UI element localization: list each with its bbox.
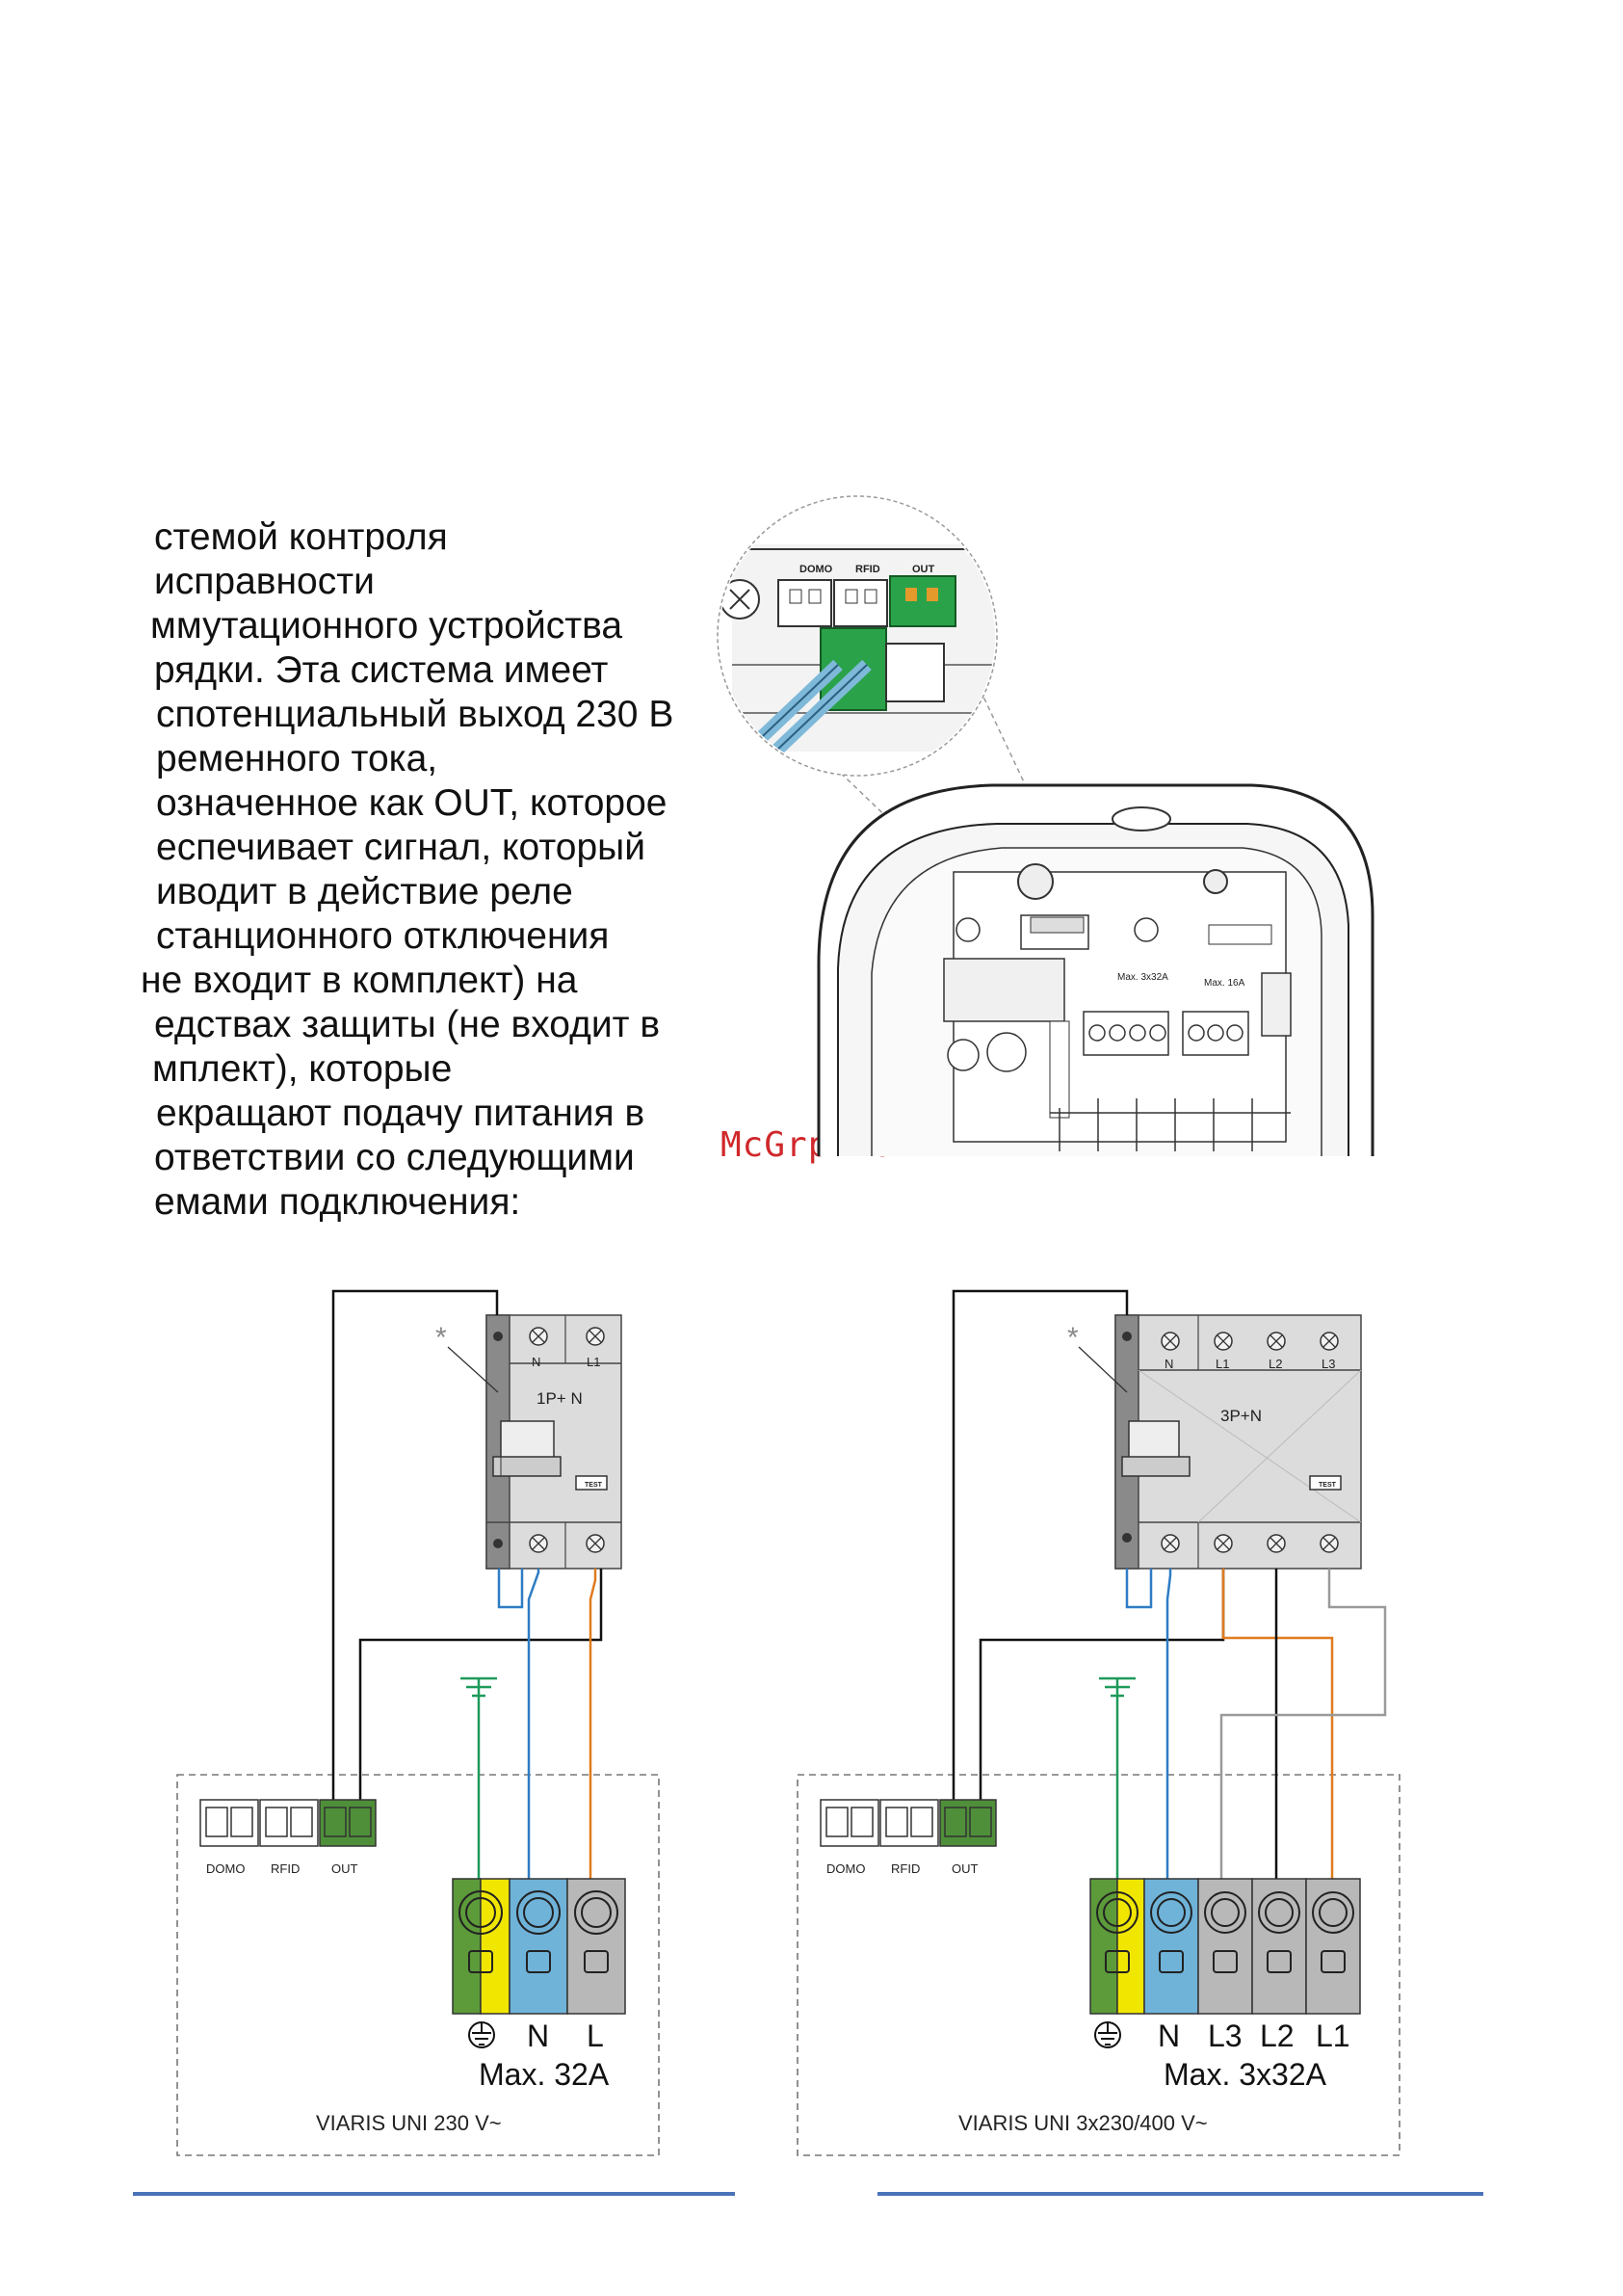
breaker-terminal-l2: L2 [1269, 1357, 1282, 1371]
diagram-single-phase: TEST N L1 1P+ N * D [176, 1289, 660, 2156]
breaker-terminal-l1: L1 [1216, 1357, 1229, 1371]
terminal-label-l: L [587, 2019, 604, 2053]
out-connector [889, 575, 956, 627]
text-line: спотенциальный выход 230 В [156, 694, 674, 735]
earth-icon [1094, 2021, 1121, 2048]
breaker-type: 1P+ N [537, 1389, 583, 1408]
asterisk-note: * [1067, 1322, 1079, 1354]
text-line: стемой контроля [154, 516, 448, 558]
breaker-terminal-n: N [532, 1355, 540, 1369]
text-line: мплект), которые [152, 1048, 453, 1090]
out-connector [939, 1799, 997, 1847]
connector-label-domo: DOMO [826, 1861, 865, 1876]
diagram-three-phase: TEST N L1 L2 L3 3P+N * [797, 1289, 1400, 2156]
photo-label-rfid: RFID [855, 564, 880, 575]
text-line: станционного отключения [156, 915, 610, 957]
terminal-label-n: N [527, 2019, 549, 2053]
power-terminals: N L Max. 32A [452, 1878, 626, 2092]
text-line: означенное как OUT, которое [156, 782, 668, 824]
connector-label-out: OUT [952, 1861, 979, 1876]
charger-illustration: DOMO RFID OUT Max. 3x32A Max. 16A [717, 495, 1374, 1156]
connector-label-rfid: RFID [891, 1861, 920, 1876]
out-connector [319, 1799, 377, 1847]
text-line: не входит в комплект) на [141, 960, 578, 1001]
text-line: емами подключения: [154, 1181, 521, 1223]
breaker-terminal-l3: L3 [1322, 1357, 1335, 1371]
text-line: рядки. Эта система имеет [154, 649, 609, 691]
test-button-label: TEST [1319, 1482, 1337, 1489]
terminal-label-l3: L3 [1208, 2019, 1243, 2053]
breaker-3p-n: TEST N L1 L2 L3 3P+N * [1067, 1314, 1362, 1570]
photo-label-out: OUT [912, 564, 935, 575]
breaker-type: 3P+N [1220, 1407, 1262, 1425]
terminal-label-l2: L2 [1260, 2019, 1295, 2053]
text-line: екращают подачу питания в [156, 1093, 645, 1134]
text-line: ответствии со следующими [154, 1137, 635, 1178]
connector-label-out: OUT [331, 1861, 358, 1876]
charger-model-label: VIARIS UNI 230 V~ [316, 2111, 502, 2135]
text-line: ременного тока, [156, 738, 438, 779]
test-button-label: TEST [585, 1482, 603, 1489]
terminal-label-n: N [1158, 2019, 1180, 2053]
max-current-label: Max. 3x32A [1164, 2057, 1327, 2092]
control-connectors: DOMO RFID OUT [199, 1799, 377, 1876]
breaker-terminal-l1: L1 [587, 1355, 600, 1369]
control-connectors: DOMO RFID OUT [820, 1799, 997, 1876]
charger-enclosure [176, 1774, 660, 2156]
power-terminals: N L3 L2 L1 Max. 3x32A [1089, 1878, 1361, 2092]
photo-label-max3x32: Max. 3x32A [1117, 972, 1168, 983]
earth-icon [468, 2021, 495, 2048]
charger-enclosure [797, 1774, 1400, 2156]
text-line: еспечивает сигнал, который [156, 827, 645, 868]
text-line: исправности [154, 561, 375, 602]
max-current-label: Max. 32A [479, 2057, 610, 2092]
breaker-terminal-n: N [1165, 1357, 1173, 1371]
terminal-label-l1: L1 [1316, 2019, 1350, 2053]
asterisk-note: * [435, 1322, 447, 1354]
connector-label-domo: DOMO [206, 1861, 245, 1876]
connector-label-rfid: RFID [271, 1861, 300, 1876]
text-line: едствах защиты (не входит в [154, 1004, 661, 1045]
breaker-1p-n: TEST N L1 1P+ N * [435, 1314, 622, 1570]
text-line: иводит в действие реле [156, 871, 573, 912]
text-line: ммутационного устройства [150, 605, 623, 647]
charger-model-label: VIARIS UNI 3x230/400 V~ [958, 2111, 1208, 2135]
photo-label-domo: DOMO [799, 564, 833, 575]
photo-label-max16: Max. 16A [1204, 978, 1245, 989]
